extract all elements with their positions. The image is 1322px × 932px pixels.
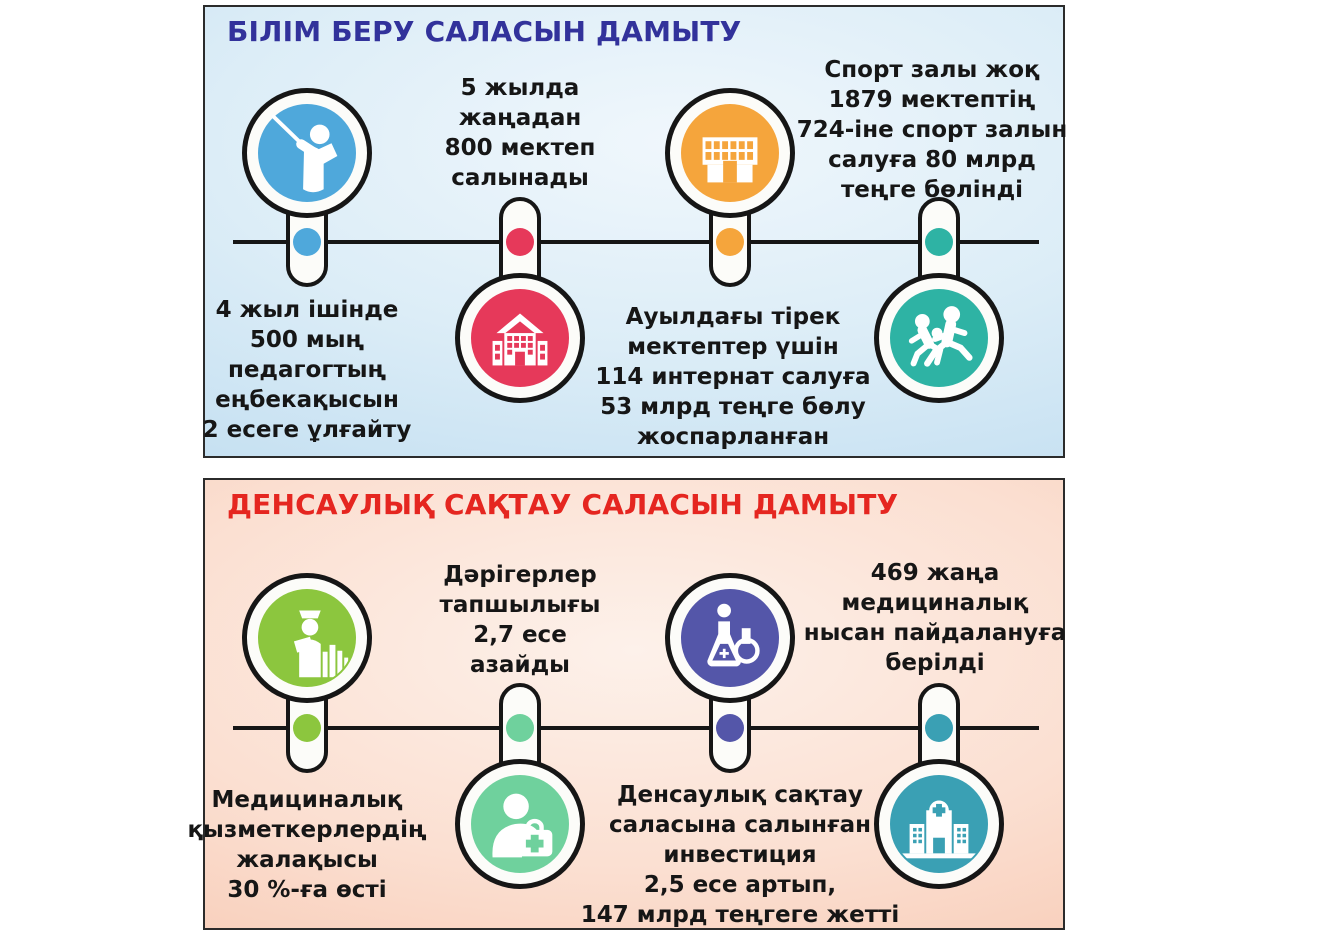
timeline-dot [506, 228, 534, 256]
icon-bulb [874, 759, 1004, 889]
icon-bulb [455, 273, 585, 403]
item-text: Ауылдағы тірек мектептер үшін 114 интерн… [595, 304, 871, 450]
timeline-dot [716, 228, 744, 256]
item-text: Дәрігерлер тапшылығы 2,7 есе азайды [439, 562, 601, 678]
nurse-icon [258, 589, 356, 687]
timeline [233, 726, 1039, 730]
icon-bulb [242, 88, 372, 218]
icon-bulb [665, 88, 795, 218]
item-text: 469 жаңа медициналық нысан пайдалануға б… [803, 560, 1067, 676]
timeline-dot [716, 714, 744, 742]
boarding-school-icon [681, 104, 779, 202]
lab-flasks-icon [681, 589, 779, 687]
icon-bulb [874, 273, 1004, 403]
healthcare-panel: ДЕНСАУЛЫҚ САҚТАУ САЛАСЫН ДАМЫТУ [187, 478, 1066, 930]
timeline-dot [506, 714, 534, 742]
running-people-icon [890, 289, 988, 387]
timeline-dot [925, 228, 953, 256]
item-text: Медициналық қызметкерлердің жалақысы 30 … [187, 787, 427, 903]
item-text: Денсаулық сақтау саласына салынған инвес… [580, 782, 900, 928]
timeline-dot [925, 714, 953, 742]
icon-bulb [665, 573, 795, 703]
item-text: 5 жылда жаңадан 800 мектеп салынады [444, 75, 596, 191]
timeline [233, 240, 1039, 244]
icon-bulb [455, 759, 585, 889]
icon-bulb [242, 573, 372, 703]
teacher-pointer-icon [258, 104, 356, 202]
hospital-building-icon [890, 775, 988, 873]
timeline-dot [293, 228, 321, 256]
education-panel-title: БІЛІМ БЕРУ САЛАСЫН ДАМЫТУ [227, 15, 742, 48]
education-panel: БІЛІМ БЕРУ САЛАСЫН ДАМЫТУ 4 жыл ішінде 5… [203, 5, 1067, 458]
timeline-dot [293, 714, 321, 742]
item-text: 4 жыл ішінде 500 мың педагогтың еңбекақы… [202, 297, 412, 443]
doctor-bag-icon [471, 775, 569, 873]
healthcare-panel-title: ДЕНСАУЛЫҚ САҚТАУ САЛАСЫН ДАМЫТУ [227, 488, 899, 521]
item-text: Спорт залы жоқ 1879 мектептің 724-іне сп… [796, 57, 1068, 203]
school-building-icon [471, 289, 569, 387]
